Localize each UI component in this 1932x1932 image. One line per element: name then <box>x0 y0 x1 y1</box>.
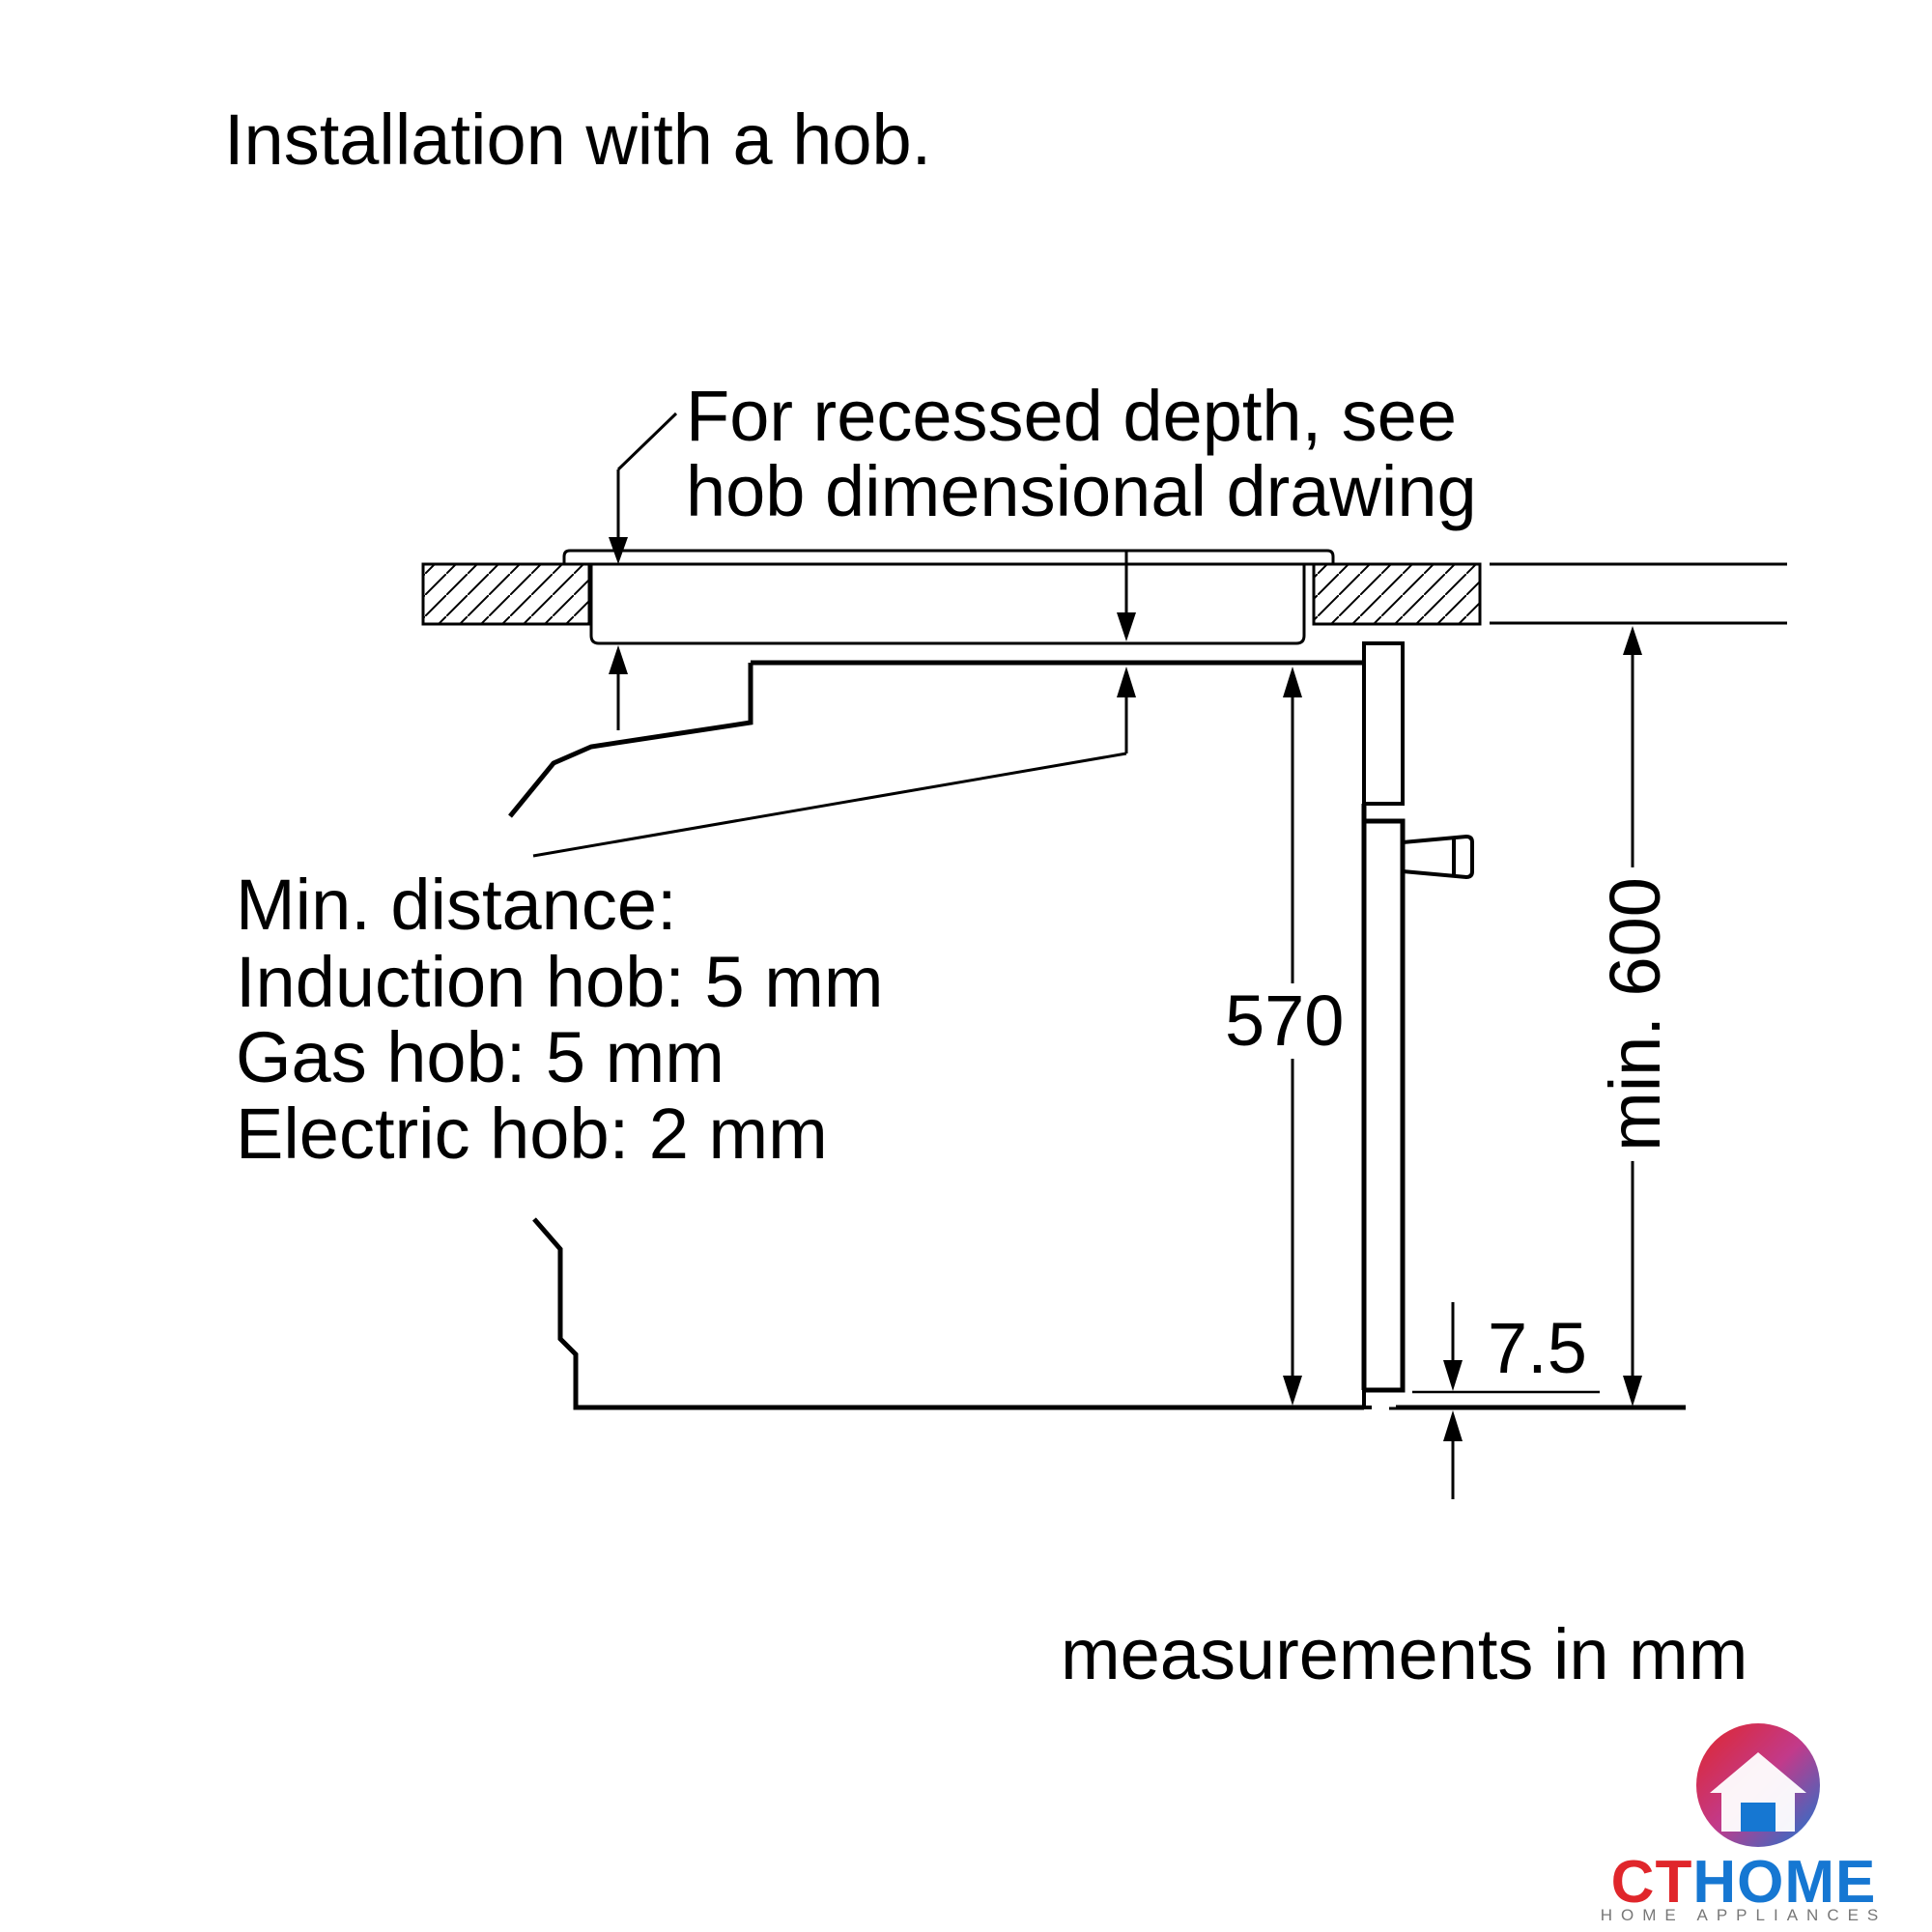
logo-ct: CT <box>1610 1849 1693 1916</box>
house-logo-icon <box>1696 1723 1820 1847</box>
worktop-left <box>421 562 591 626</box>
diagram-title: Installation with a hob. <box>224 99 932 180</box>
dimension-label-600: min. 600 <box>1595 867 1675 1161</box>
min-distance-electric: Electric hob: 2 mm <box>236 1094 828 1174</box>
logo-wordmark: CTHOME <box>1584 1853 1903 1913</box>
cabinet-lines <box>1396 562 1787 1408</box>
hob <box>562 549 1335 645</box>
worktop-right <box>1312 562 1482 626</box>
min-distance-title: Min. distance: <box>236 865 677 945</box>
cthome-logo: CTHOME HOME APPLIANCES <box>1584 1718 1903 1924</box>
min-distance-arrows <box>532 551 1136 858</box>
dimension-label-7-5: 7.5 <box>1488 1308 1587 1388</box>
units-note: measurements in mm <box>1061 1614 1748 1694</box>
recess-callout-line-1: For recessed depth, see <box>686 376 1457 456</box>
dimension-7-5 <box>1443 1302 1463 1499</box>
handle-icon <box>1402 834 1474 880</box>
logo-home: HOME <box>1692 1849 1877 1916</box>
min-distance-induction: Induction hob: 5 mm <box>236 942 884 1022</box>
dimension-label-570: 570 <box>1221 983 1349 1059</box>
recess-callout-line-2: hob dimensional drawing <box>686 451 1477 531</box>
min-distance-gas: Gas hob: 5 mm <box>236 1017 724 1097</box>
recess-leader <box>609 412 678 564</box>
oven-body <box>508 660 1364 1410</box>
oven-door <box>1361 641 1406 1409</box>
logo-tagline: HOME APPLIANCES <box>1600 1906 1888 1924</box>
left-gap-arrow <box>609 645 628 730</box>
